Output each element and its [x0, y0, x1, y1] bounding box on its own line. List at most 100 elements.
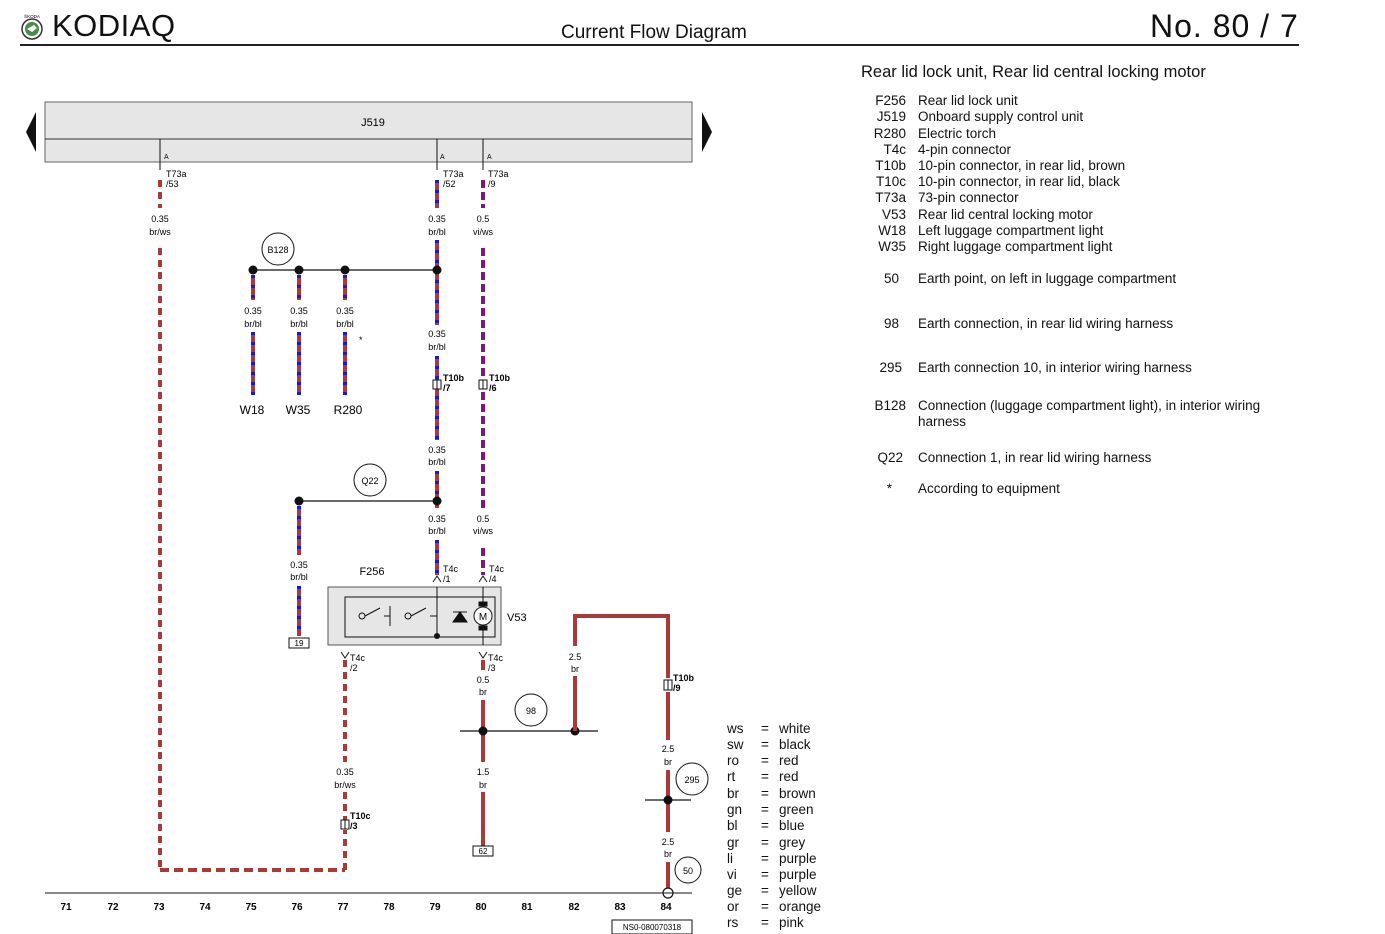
color-equals: =	[761, 883, 769, 898]
lock-unit-internals	[344, 587, 496, 645]
color-equals: =	[761, 802, 769, 817]
logo-text: ŠKODA	[24, 13, 40, 19]
color-equals: =	[761, 835, 769, 850]
color-name: yellow	[779, 883, 817, 898]
color-equals: =	[761, 867, 769, 882]
b128-circle	[261, 232, 295, 266]
wire-size-77: 0.35	[336, 306, 354, 316]
color-equals: =	[761, 786, 769, 801]
wire-size-80-lower: 0.5	[477, 675, 490, 685]
t4c-label-2: T4c	[350, 653, 366, 663]
t4c-label-1: T4c	[443, 564, 459, 574]
legend-title: Rear lid lock unit, Rear lid central loc…	[861, 63, 1206, 81]
legend-desc: Earth connection, in rear lid wiring har…	[918, 316, 1174, 331]
wire-color-79c: br/bl	[428, 457, 446, 467]
ref-label-62: 62	[479, 847, 488, 856]
wire-color-82: br	[571, 664, 579, 674]
legend-desc: 10-pin connector, in rear lid, brown	[918, 158, 1126, 173]
earth-50-label: 50	[683, 866, 693, 876]
wire-color-80b: vi/ws	[473, 526, 493, 536]
wire-size-75: 0.35	[244, 306, 262, 316]
doc-id: NS0-080070318	[623, 923, 682, 932]
b128-label: B128	[267, 245, 288, 255]
page-title: Current Flow Diagram	[561, 22, 747, 43]
legend-desc: 10-pin connector, in rear lid, black	[918, 174, 1120, 189]
wire-size-79d: 0.35	[428, 514, 446, 524]
t4c-arrow-1	[432, 575, 442, 583]
wire-size-73: 0.35	[151, 214, 169, 224]
t4c-arrow-2	[340, 651, 350, 659]
t4c-arrow-3	[478, 651, 488, 659]
wire-size-82: 2.5	[569, 652, 582, 662]
legend-code: B128	[874, 398, 906, 413]
earth-98-node-80	[478, 726, 488, 736]
earth-98-circle	[514, 693, 548, 727]
wire-color-79a: br/bl	[428, 227, 446, 237]
color-equals: =	[761, 851, 769, 866]
track-84: 84	[660, 902, 672, 913]
color-abbr: bl	[727, 818, 738, 833]
wire-size-q22: 0.35	[290, 560, 308, 570]
color-name: red	[779, 769, 799, 784]
page-prev-arrow[interactable]	[26, 112, 36, 152]
wire-size-79a: 0.35	[428, 214, 446, 224]
legend-code: W35	[878, 239, 906, 254]
legend-desc: Rear lid central locking motor	[918, 207, 1093, 222]
color-abbr: rt	[727, 769, 736, 784]
wire-size-76: 0.35	[290, 306, 308, 316]
track-numbers: 71 72 73 74 75 76 77 78 79 80 81 82 83 8…	[60, 902, 672, 913]
t4c-label-3: T4c	[488, 653, 504, 663]
t4c-pin-1: /1	[443, 574, 451, 584]
legend-desc: 4-pin connector	[918, 142, 1012, 157]
t73a-pin-53: /53	[166, 179, 179, 189]
track-78: 78	[383, 902, 395, 913]
legend-code: T10c	[875, 174, 906, 189]
control-unit-j519	[44, 101, 693, 163]
legend-code: W18	[878, 223, 906, 238]
color-equals: =	[761, 915, 769, 930]
wire-color-77: br/bl	[336, 319, 354, 329]
wire-color-79b: br/bl	[428, 342, 446, 352]
wire-color-77-lower: br/ws	[334, 780, 356, 790]
ref-box-62[interactable]	[472, 845, 494, 857]
legend-code: R280	[873, 126, 906, 141]
brand-title: KODIAQ	[52, 8, 176, 43]
connector-t10b-79	[432, 379, 442, 390]
motor-label: M	[479, 612, 487, 623]
wire-size-80b: 0.5	[477, 514, 490, 524]
color-abbr: li	[727, 851, 733, 866]
q22-label: Q22	[361, 476, 378, 486]
color-abbr: br	[727, 786, 740, 801]
legend-desc: Connection 1, in rear lid wiring harness	[918, 450, 1152, 465]
t4c-pin-4: /4	[489, 574, 497, 584]
legend-code: *	[886, 481, 892, 496]
color-name: red	[779, 753, 799, 768]
q22-circle	[353, 463, 387, 497]
color-name: grey	[779, 835, 806, 850]
color-name: pink	[779, 915, 804, 930]
wire-size-84b: 2.5	[662, 837, 675, 847]
page-next-arrow[interactable]	[702, 112, 712, 152]
legend-code: T10b	[875, 158, 906, 173]
wire-size-77-lower: 0.35	[336, 767, 354, 777]
connector-t10c	[340, 819, 350, 830]
wire-color-73: br/ws	[149, 227, 171, 237]
color-name: brown	[779, 786, 816, 801]
color-abbr: vi	[727, 867, 737, 882]
component-r280: R280	[334, 403, 363, 417]
legend-code: 98	[883, 316, 899, 331]
b128-node-77	[340, 265, 350, 275]
pin-letter-73: A	[164, 154, 169, 161]
t10c-pin-3: /3	[350, 821, 358, 831]
track-77: 77	[337, 902, 349, 913]
track-75: 75	[245, 902, 257, 913]
track-80: 80	[475, 902, 487, 913]
legend-desc: 73-pin connector	[918, 190, 1019, 205]
t4c-label-4: T4c	[489, 564, 505, 574]
color-abbr: ge	[727, 883, 743, 898]
legend-desc: Right luggage compartment light	[918, 239, 1113, 254]
legend-desc: Electric torch	[918, 126, 997, 141]
wire-track-82-84	[573, 614, 670, 888]
ref-box-19[interactable]	[288, 637, 310, 649]
legend-code: V53	[881, 207, 906, 222]
